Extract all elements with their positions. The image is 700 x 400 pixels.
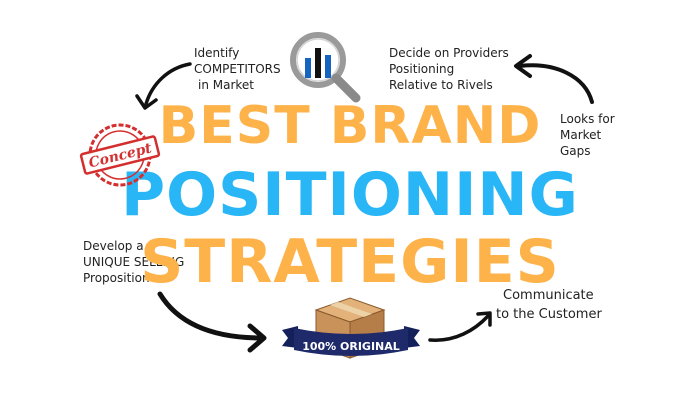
box-tape [330,302,372,317]
step-gaps-line: Gaps [560,144,591,158]
package-box-icon: 100% ORIGINAL [282,297,420,359]
concept-stamp-icon: Concept [79,123,161,187]
chart-bar-icon [305,58,311,78]
stamp-banner [79,135,161,175]
step-identify-line: in Market [198,78,255,92]
step-identify-competitors: Identify COMPETITORS in Market [194,45,281,93]
step-gaps-line: Looks for [560,112,615,126]
arrow-identify-to-stamp [144,62,192,106]
step-identify-line: COMPETITORS [194,62,281,76]
arrowhead [247,323,267,353]
step-communicate-line: Communicate [503,288,594,303]
headline-line-3: STRATEGIES [140,227,560,297]
arrowhead [135,94,158,110]
ribbon-band [294,328,408,356]
step-develop-line: Proposition [83,271,150,285]
step-develop-usp: Develop a UNIQUE SELLING Proposition [83,238,184,286]
ribbon-text: 100% ORIGINAL [302,340,400,353]
arrow-gaps-to-decide [518,63,594,104]
step-develop-line: Develop a [83,239,144,253]
step-develop-line: UNIQUE SELLING [83,255,185,269]
arrowhead [476,311,492,327]
arrow-develop-to-box [157,291,265,341]
step-decide-positioning: Decide on Providers Positioning Relative… [389,45,509,93]
chart-bar-icon [325,55,331,78]
step-decide-line: Decide on Providers [389,46,509,60]
step-decide-line: Relative to Rivels [389,78,493,92]
magnifier-lens-inner [296,38,340,82]
headline-line-2: POSITIONING [121,160,579,230]
step-communicate-line: to the Customer [496,307,602,322]
step-decide-line: Positioning [389,62,455,76]
step-communicate-customer: Communicate to the Customer [496,286,602,324]
magnifier-handle [331,73,361,103]
arrowhead [514,54,532,78]
arrow-box-to-communicate [428,314,490,342]
step-market-gaps: Looks for Market Gaps [560,111,615,159]
magnifier-chart-icon [290,32,361,103]
headline-line-1: BEST BRAND [158,96,542,156]
step-gaps-line: Market [560,128,602,142]
chart-bar-icon [315,48,321,78]
step-identify-line: Identify [194,46,240,60]
